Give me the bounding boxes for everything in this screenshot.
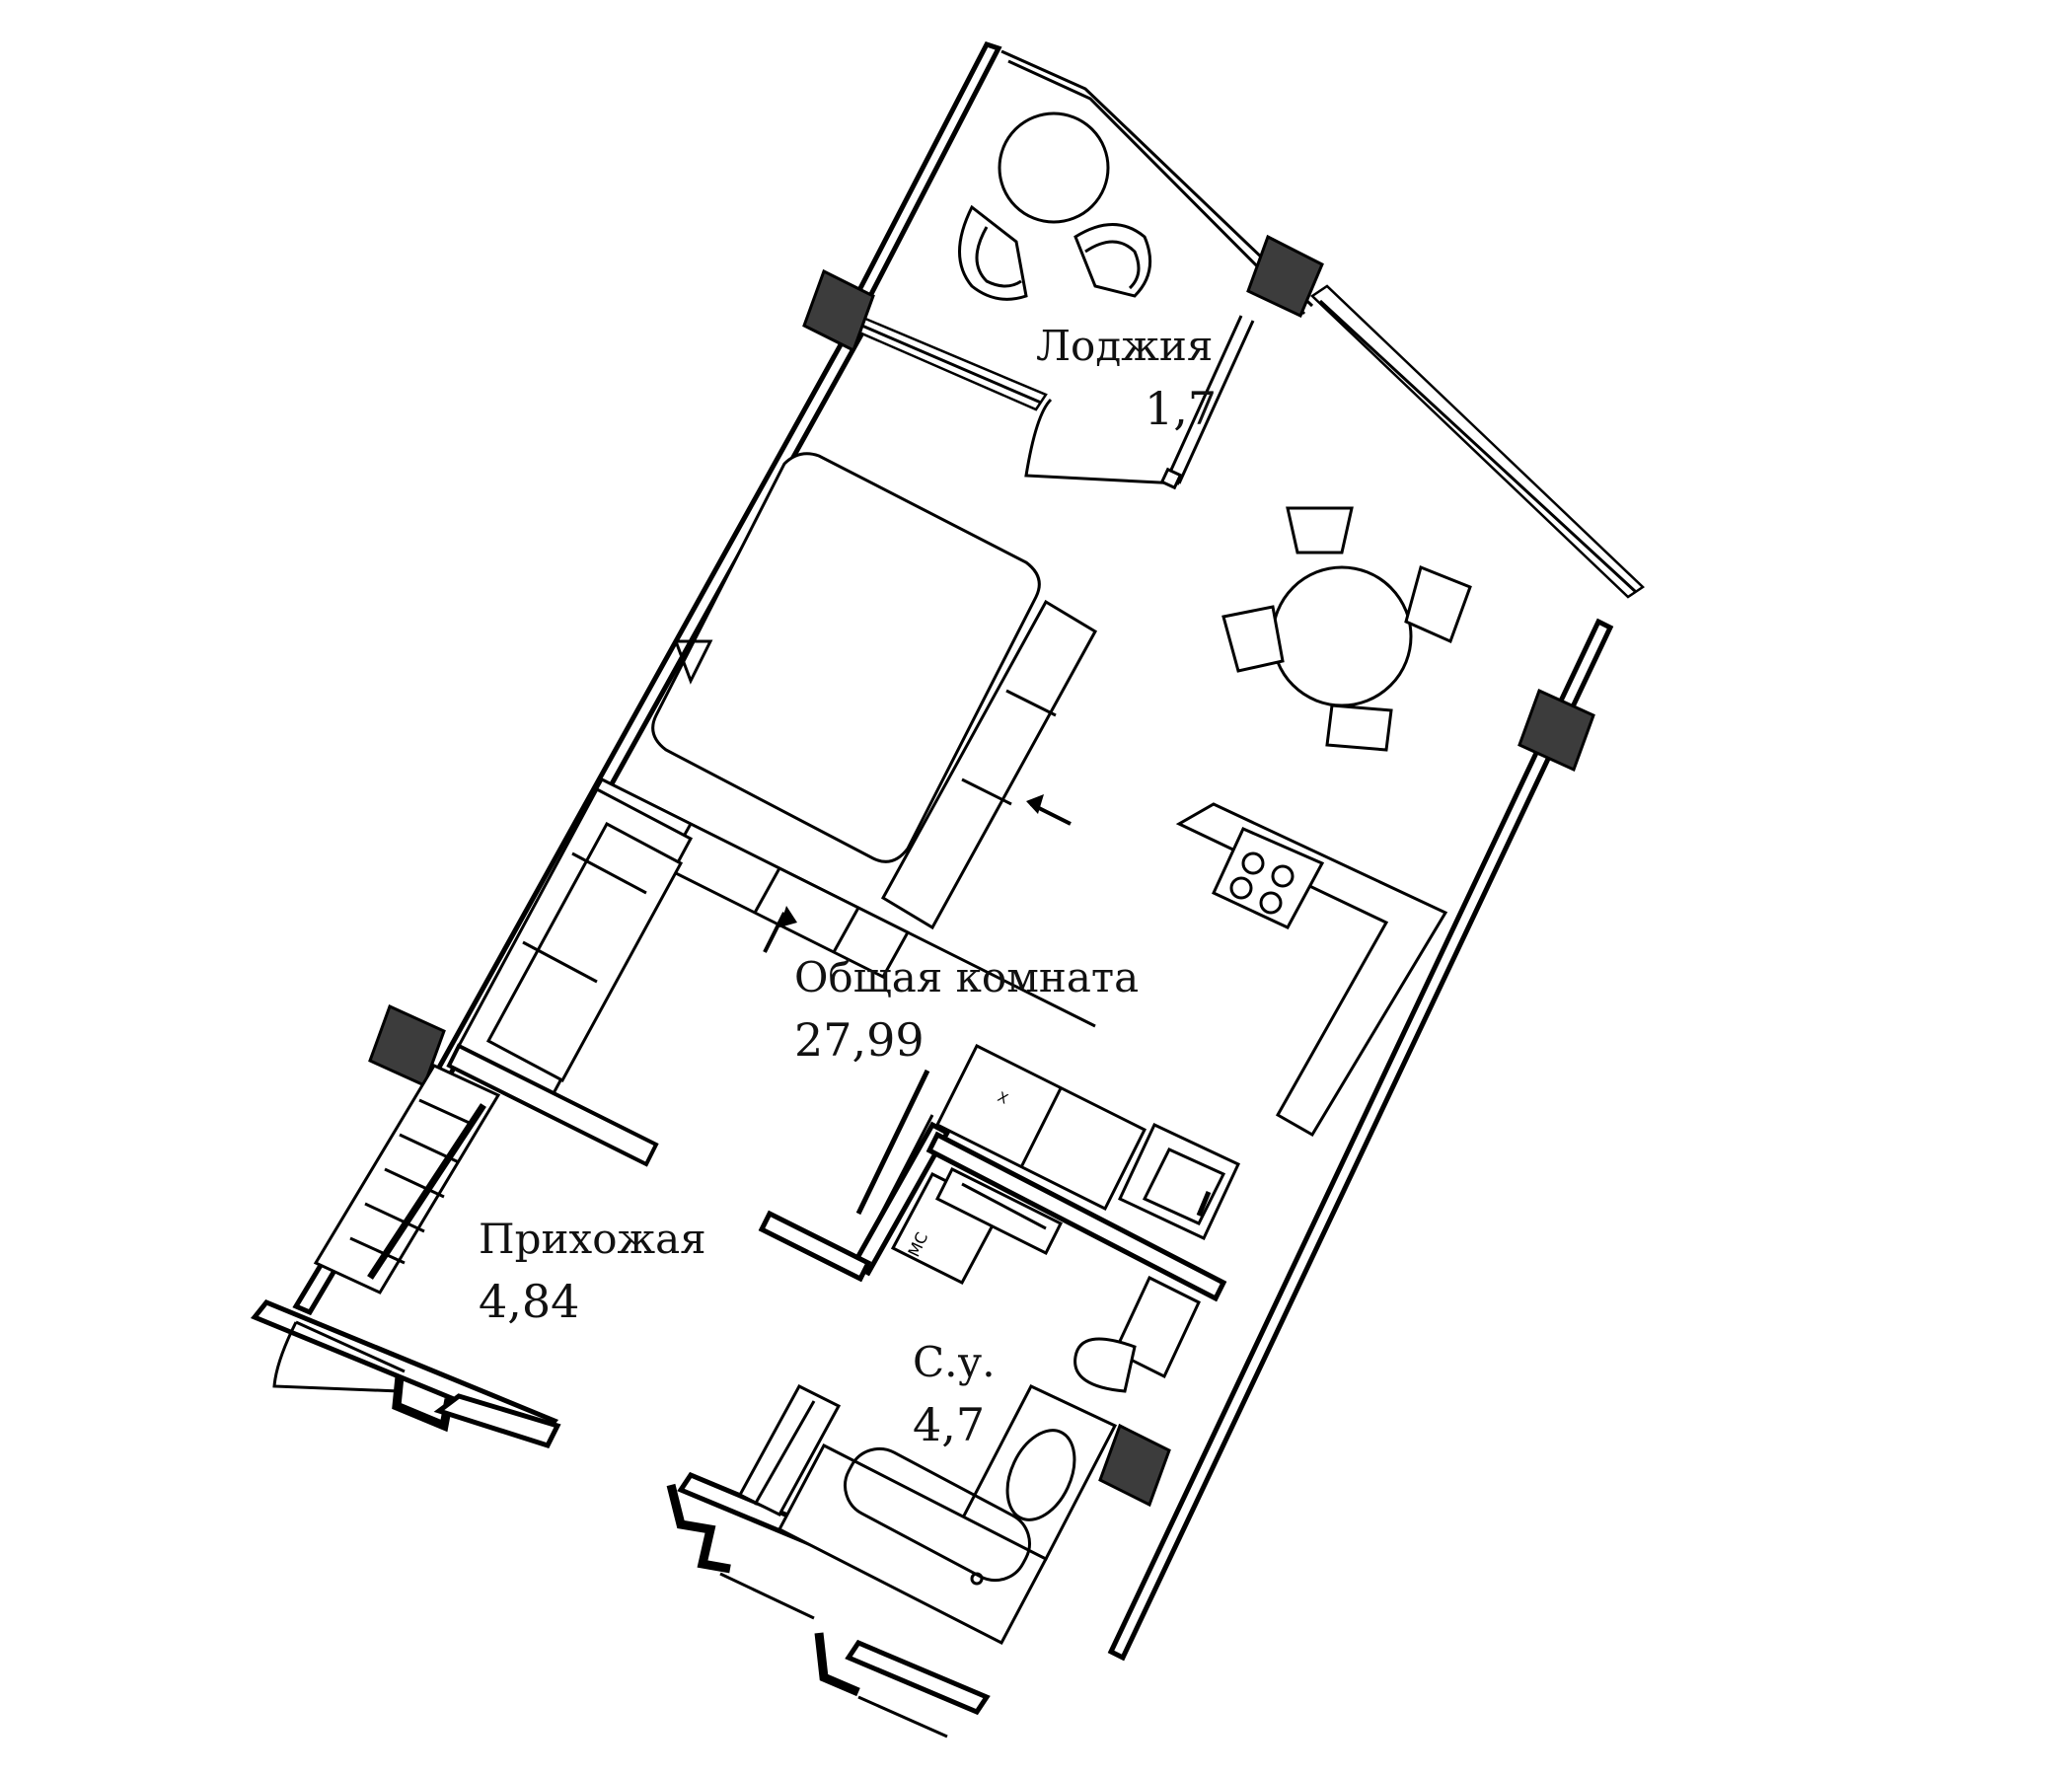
hallway-area: 4,84	[479, 1275, 579, 1328]
toilet	[1073, 1275, 1201, 1393]
bathroom-shaft	[934, 1166, 1064, 1256]
sink-unit	[1118, 1123, 1240, 1240]
entry-door[interactable]	[272, 1320, 406, 1393]
kitchen-counter	[1175, 802, 1448, 1138]
dining-table	[1271, 565, 1413, 707]
bathroom-door[interactable]	[855, 1069, 930, 1216]
room-label-hallway: Прихожая 4,84	[479, 1215, 706, 1328]
wardrobe	[313, 1064, 501, 1295]
room-label-loggia: Лоджия 1,7	[1036, 322, 1217, 435]
lower-doors	[719, 1572, 948, 1739]
dining-chairs	[1221, 506, 1472, 752]
loggia-label: Лоджия	[1036, 322, 1213, 370]
window-loggia-right	[1310, 284, 1645, 599]
loggia-chair-left	[958, 204, 1028, 301]
loggia-chair-right	[1073, 223, 1152, 298]
direction-arrows	[763, 794, 1072, 953]
structural-columns	[368, 234, 1595, 1508]
fridge-cabinet: Х	[934, 1043, 1147, 1212]
loggia-table	[998, 111, 1110, 224]
loggia-area: 1,7	[1145, 382, 1217, 435]
bathroom-area: 4,7	[913, 1398, 985, 1451]
living-label: Общая комната	[794, 953, 1139, 1001]
partition-wall	[446, 1043, 659, 1167]
bathroom-walls	[758, 1114, 1227, 1302]
bedside-unit	[880, 599, 1098, 930]
living-area: 27,99	[794, 1013, 925, 1067]
room-label-bathroom: С.у. 4,7	[913, 1338, 996, 1451]
loggia-door[interactable]	[1024, 315, 1255, 490]
sofa	[456, 786, 694, 1098]
room-label-living: Общая комната 27,99	[794, 953, 1139, 1067]
bathroom-label: С.у.	[913, 1338, 996, 1386]
window-living-left	[841, 314, 1048, 411]
bathtub	[777, 1443, 1049, 1646]
bathroom-duct	[737, 1384, 842, 1517]
hallway-label: Прихожая	[479, 1215, 706, 1263]
